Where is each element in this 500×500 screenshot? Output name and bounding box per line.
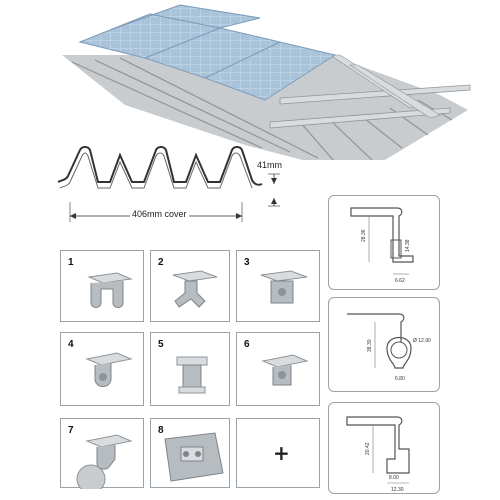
roof-illustration xyxy=(62,4,471,160)
cover-width-label: 406mm cover xyxy=(130,209,189,219)
clamp-4-image xyxy=(85,352,133,387)
clamp-tile-2[interactable]: 2 xyxy=(150,250,230,322)
profile-detail-1: 28.36 14.38 6.62 xyxy=(350,207,414,284)
detail-drawing-1: 28.36 14.38 6.62 xyxy=(328,195,440,290)
dim-label: 12.30 xyxy=(391,487,404,493)
clamp-tile-8[interactable]: 8 xyxy=(150,418,230,488)
dim-label: 38.30 xyxy=(367,339,373,352)
clamp-tile-6[interactable]: 6 xyxy=(236,332,320,406)
tile-number: 6 xyxy=(244,339,250,350)
dim-label: 6.80 xyxy=(395,376,405,382)
tile-number: 2 xyxy=(158,257,164,268)
roof-sheet xyxy=(62,55,468,160)
detail-drawing-2: 38.30 Ø 12.90 6.80 xyxy=(328,297,440,392)
clamp-1-image xyxy=(87,272,133,308)
solar-panels xyxy=(78,4,337,101)
tile-number: 5 xyxy=(158,339,164,350)
detail-drawing-3: 20.42 8.00 12.30 xyxy=(328,402,440,494)
dim-label: 14.38 xyxy=(405,239,411,252)
dim-label: Ø 12.90 xyxy=(413,338,431,344)
clamp-6-image xyxy=(261,354,309,386)
tile-number: 1 xyxy=(68,257,74,268)
tile-number: 7 xyxy=(68,425,74,436)
dim-label: 6.62 xyxy=(395,278,405,284)
add-more-tile[interactable]: + xyxy=(236,418,320,488)
plus-icon: + xyxy=(273,441,290,465)
profile-detail-3: 20.42 8.00 12.30 xyxy=(346,416,410,493)
dim-label: 28.36 xyxy=(361,229,367,242)
clamp-tile-5[interactable]: 5 xyxy=(150,332,230,406)
clamp-tile-1[interactable]: 1 xyxy=(60,250,144,322)
clamp-7-image xyxy=(76,434,133,489)
dim-label: 8.00 xyxy=(389,475,399,481)
clamp-8-image xyxy=(164,432,224,482)
tile-number: 3 xyxy=(244,257,250,268)
clamp-2-image xyxy=(172,270,218,308)
roof-ribs xyxy=(71,57,453,160)
clamp-tile-4[interactable]: 4 xyxy=(60,332,144,406)
tile-number: 8 xyxy=(158,425,164,436)
rib-height-label: 41mm xyxy=(257,160,283,170)
profile-detail-2: 38.30 Ø 12.90 6.80 xyxy=(347,313,431,382)
clamp-tile-3[interactable]: 3 xyxy=(236,250,320,322)
tile-number: 4 xyxy=(68,339,74,350)
clamp-5-image xyxy=(176,356,208,394)
clamp-3-image xyxy=(260,270,308,304)
dim-label: 20.42 xyxy=(365,442,371,455)
mounting-rails xyxy=(269,54,471,129)
clamp-tile-7[interactable]: 7 xyxy=(60,418,144,489)
